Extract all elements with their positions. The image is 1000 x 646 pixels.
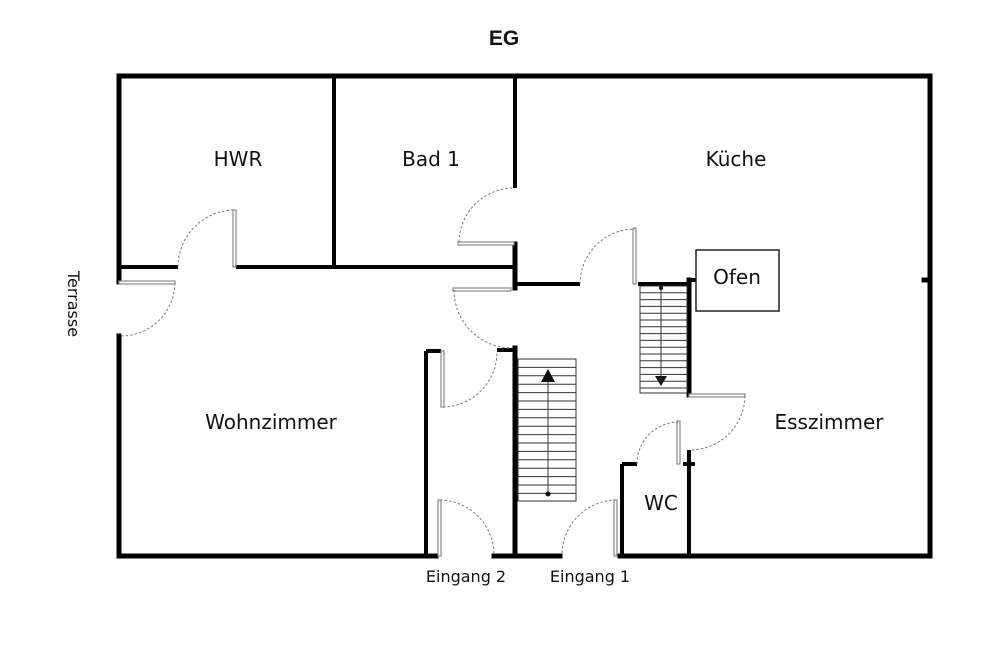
door-wohnzimmer <box>452 287 512 349</box>
door-esszimmer <box>688 393 746 451</box>
room-label-esszimmer: Esszimmer <box>774 410 884 434</box>
door-hwr <box>177 209 237 268</box>
door-corridor <box>440 350 498 408</box>
door-terrasse <box>118 280 176 337</box>
ofen-label: Ofen <box>713 265 761 289</box>
room-label-wc: WC <box>644 491 678 515</box>
stairs-down <box>639 285 688 394</box>
stairs-up <box>517 358 577 502</box>
label-eingang-1: Eingang 1 <box>550 567 630 586</box>
room-label-wohnzimmer: Wohnzimmer <box>205 410 338 434</box>
door-eingang-2 <box>437 499 495 557</box>
door-eingang-1 <box>561 499 618 557</box>
room-label-kueche: Küche <box>706 147 767 171</box>
door-kueche <box>579 227 637 285</box>
floor-title: EG <box>489 27 519 50</box>
doors <box>118 187 746 557</box>
door-bad <box>457 187 515 246</box>
arrow-up-icon <box>541 369 555 382</box>
ofen: Ofen <box>695 249 780 312</box>
interior-walls <box>119 76 696 559</box>
label-eingang-2: Eingang 2 <box>426 567 506 586</box>
door-wc <box>636 420 681 465</box>
room-label-hwr: HWR <box>214 147 263 171</box>
label-terrasse: Terrasse <box>64 270 83 337</box>
arrow-down-icon <box>655 376 667 386</box>
room-label-bad: Bad 1 <box>402 147 460 171</box>
